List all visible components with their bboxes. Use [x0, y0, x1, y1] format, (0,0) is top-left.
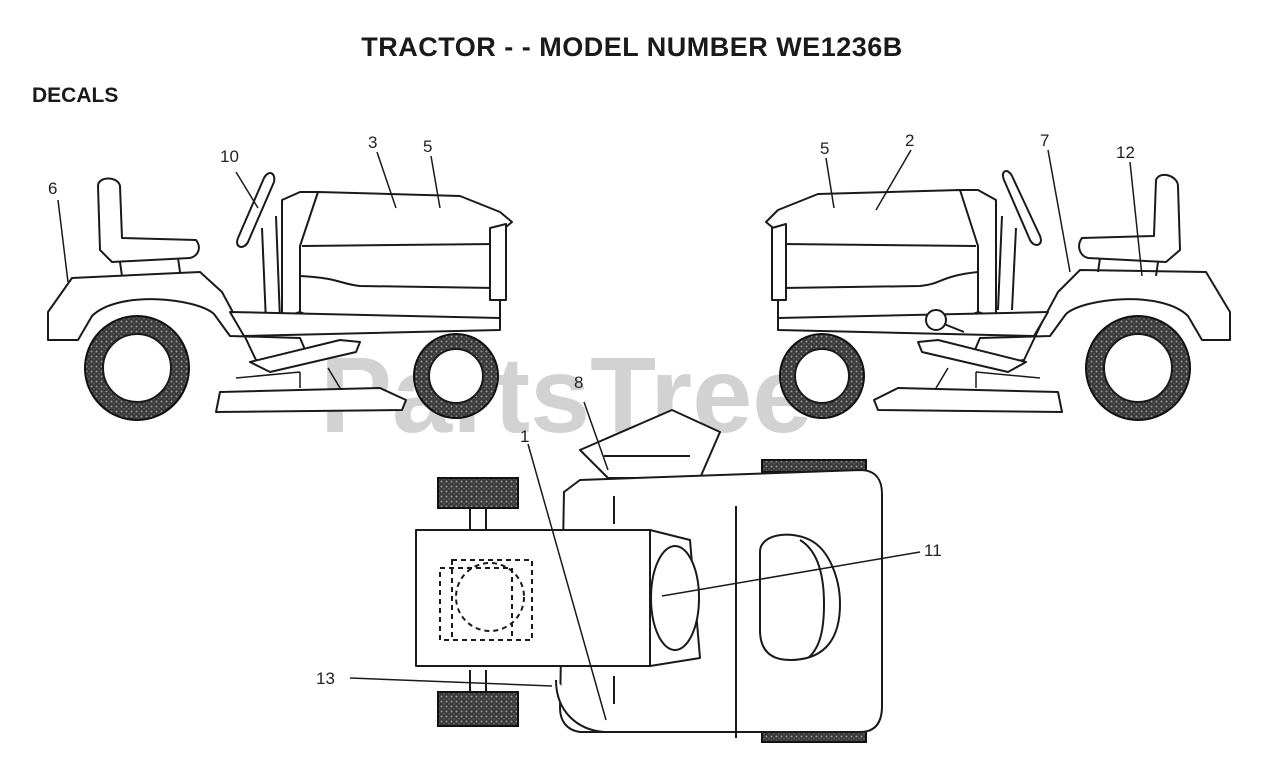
callout-3: 3 — [368, 133, 377, 152]
section-heading: DECALS — [32, 84, 119, 107]
callout-10: 10 — [220, 147, 239, 166]
callout-5-left: 5 — [423, 137, 432, 156]
page-title: TRACTOR - - MODEL NUMBER WE1236B — [361, 32, 903, 62]
tractor-left-side-view — [47, 172, 513, 421]
callout-7: 7 — [1040, 131, 1049, 150]
leader-lines — [57, 149, 1143, 721]
callout-8: 8 — [574, 373, 583, 392]
callout-numbers: 10 3 5 6 5 2 7 12 8 1 11 13 — [48, 131, 1135, 688]
tractor-right-side-view — [765, 170, 1231, 421]
callout-5-right: 5 — [820, 139, 829, 158]
tractor-top-view — [415, 409, 883, 743]
callout-11: 11 — [924, 541, 942, 560]
callout-13: 13 — [316, 669, 335, 688]
callout-12: 12 — [1116, 143, 1135, 162]
watermark-text: PartsTree — [320, 334, 812, 455]
callout-6: 6 — [48, 179, 57, 198]
callout-1: 1 — [520, 427, 529, 446]
callout-2: 2 — [905, 131, 914, 150]
